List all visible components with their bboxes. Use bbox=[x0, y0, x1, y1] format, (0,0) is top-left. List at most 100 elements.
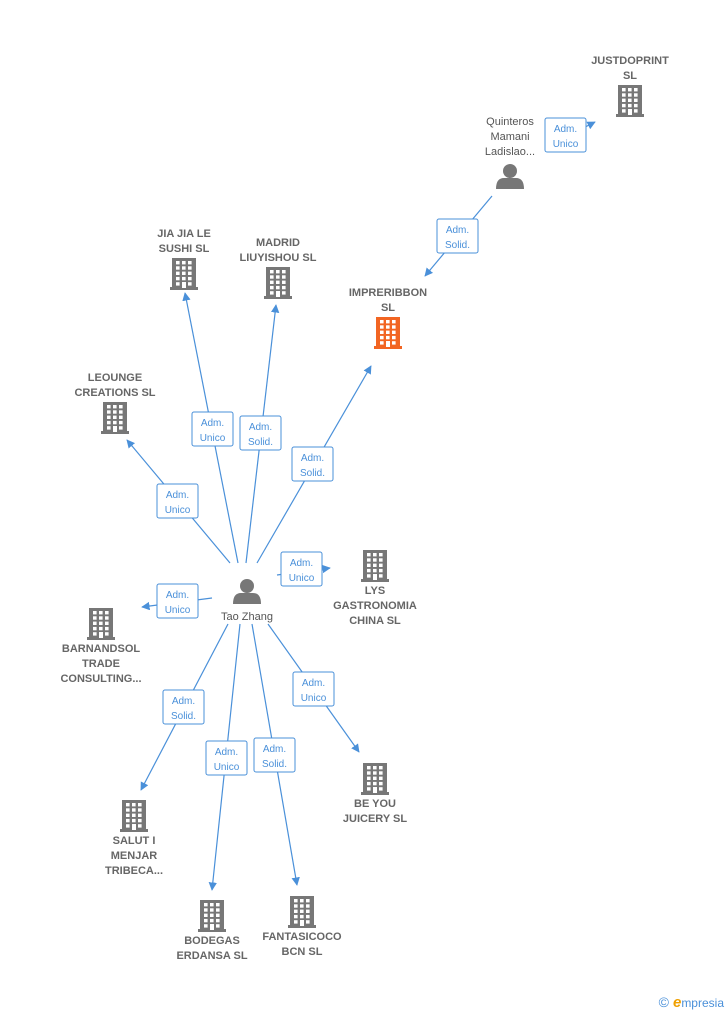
edge-label-box[interactable] bbox=[253, 737, 296, 773]
edge-label-box[interactable] bbox=[436, 218, 479, 254]
edge-label-box[interactable] bbox=[156, 583, 199, 619]
building-icon[interactable] bbox=[361, 763, 389, 795]
node-label: JUSTDOPRINT bbox=[591, 55, 669, 67]
edge-label-box[interactable] bbox=[292, 671, 335, 707]
edge-label-text: Unico bbox=[165, 605, 191, 616]
node-label: CONSULTING... bbox=[60, 673, 141, 685]
brand-initial: e bbox=[672, 994, 682, 1011]
edge-label-text: Adm. bbox=[201, 418, 224, 429]
edge-label-text: Adm. bbox=[166, 590, 189, 601]
edge-label-text: Solid. bbox=[445, 240, 470, 251]
edge-label-text: Adm. bbox=[302, 678, 325, 689]
edge-quinteros-impreribbon: Adm. Solid. bbox=[424, 195, 493, 277]
node-label: BODEGAS bbox=[184, 935, 240, 947]
node-label: JUICERY SL bbox=[343, 813, 407, 825]
edge-tao-jiajia: Adm. Unico bbox=[182, 292, 239, 564]
node-fantasicoco[interactable]: FANTASICOCO BCN SL bbox=[262, 896, 342, 958]
edge-tao-impreribbon: Adm. Solid. bbox=[256, 365, 372, 564]
person-icon[interactable] bbox=[496, 164, 524, 189]
building-icon[interactable] bbox=[361, 550, 389, 582]
edge-label-box[interactable] bbox=[280, 551, 323, 587]
node-lys[interactable]: LYS GASTRONOMIA CHINA SL bbox=[333, 550, 417, 627]
edge-label-text: Solid. bbox=[300, 468, 325, 479]
edge-label-text: Solid. bbox=[262, 759, 287, 770]
edge-label-box[interactable] bbox=[191, 411, 234, 447]
edge-label-text: Unico bbox=[214, 762, 240, 773]
edge-label-text: Adm. bbox=[249, 422, 272, 433]
node-label: LIUYISHOU SL bbox=[239, 252, 316, 264]
node-label: SL bbox=[381, 302, 395, 314]
node-label: BCN SL bbox=[282, 946, 323, 958]
edge-label-text: Adm. bbox=[166, 490, 189, 501]
building-icon[interactable] bbox=[101, 402, 129, 434]
edge-quinteros-justdoprint: Adm. Unico bbox=[544, 117, 596, 153]
node-label: SALUT I bbox=[113, 835, 156, 847]
edge-label-box[interactable] bbox=[205, 740, 248, 776]
node-impreribbon[interactable]: IMPRERIBBON SL bbox=[349, 287, 427, 349]
building-icon[interactable] bbox=[120, 800, 148, 832]
node-label: MENJAR bbox=[111, 850, 158, 862]
node-label: LYS bbox=[365, 585, 385, 597]
node-label: Mamani bbox=[490, 131, 529, 143]
edge-tao-beyou: Adm. Unico bbox=[267, 623, 360, 753]
edge-label-text: Adm. bbox=[215, 747, 238, 758]
building-icon[interactable] bbox=[288, 896, 316, 928]
edge-label-box[interactable] bbox=[544, 117, 587, 153]
node-label: MADRID bbox=[256, 237, 300, 249]
building-icon[interactable] bbox=[264, 267, 292, 299]
node-justdoprint[interactable]: JUSTDOPRINT SL bbox=[591, 55, 669, 117]
edge-label-text: Adm. bbox=[301, 453, 324, 464]
edge-label-box[interactable] bbox=[162, 689, 205, 725]
edge-tao-bodegas: Adm. Unico bbox=[205, 623, 248, 891]
node-tao[interactable]: Tao Zhang bbox=[221, 579, 273, 623]
node-quinteros[interactable]: QuinterosMamaniLadislao... bbox=[485, 116, 535, 189]
edge-label-text: Solid. bbox=[248, 437, 273, 448]
node-label: TRADE bbox=[82, 658, 120, 670]
node-label: BE YOU bbox=[354, 798, 396, 810]
edge-label-text: Solid. bbox=[171, 711, 196, 722]
building-icon[interactable] bbox=[198, 900, 226, 932]
node-label: FANTASICOCO bbox=[262, 931, 342, 943]
edge-label-text: Unico bbox=[165, 505, 191, 516]
node-beyou[interactable]: BE YOU JUICERY SL bbox=[343, 763, 407, 825]
brand-name: mpresia bbox=[681, 996, 724, 1010]
node-label: SUSHI SL bbox=[159, 243, 210, 255]
copyright-symbol: © bbox=[658, 994, 669, 1010]
node-label: SL bbox=[623, 70, 637, 82]
edge-tao-leounge: Adm. Unico bbox=[126, 439, 231, 564]
building-icon[interactable] bbox=[374, 317, 402, 349]
edge-label-text: Adm. bbox=[554, 124, 577, 135]
edge-label-text: Unico bbox=[553, 139, 579, 150]
edge-label-text: Adm. bbox=[290, 558, 313, 569]
node-label: Ladislao... bbox=[485, 146, 535, 158]
edge-label-text: Adm. bbox=[172, 696, 195, 707]
node-label: IMPRERIBBON bbox=[349, 287, 427, 299]
edge-label-box[interactable] bbox=[239, 415, 282, 451]
edges-layer: Adm.UnicoAdm.Solid.Adm.Solid.Adm.UnicoAd… bbox=[126, 117, 596, 891]
edge-tao-lys: Adm. Unico bbox=[276, 551, 331, 587]
node-salut[interactable]: SALUT IMENJARTRIBECA... bbox=[105, 800, 163, 877]
edge-label-text: Unico bbox=[301, 693, 327, 704]
node-label: GASTRONOMIA bbox=[333, 600, 417, 612]
edge-label-text: Adm. bbox=[446, 225, 469, 236]
node-label: LEOUNGE bbox=[88, 372, 142, 384]
building-icon[interactable] bbox=[170, 258, 198, 290]
edge-label-box[interactable] bbox=[156, 483, 199, 519]
node-label: CHINA SL bbox=[349, 615, 401, 627]
node-barnandsol[interactable]: BARNANDSOL TRADE CONSULTING... bbox=[60, 608, 142, 685]
edge-tao-madrid: Adm. Solid. bbox=[239, 304, 282, 564]
edge-label-box[interactable] bbox=[291, 446, 334, 482]
brand-logo: ©empresia bbox=[659, 994, 724, 1011]
edge-label-text: Unico bbox=[289, 573, 315, 584]
edge-label-text: Adm. bbox=[263, 744, 286, 755]
building-icon[interactable] bbox=[616, 85, 644, 117]
edge-label-text: Unico bbox=[200, 433, 226, 444]
node-madrid[interactable]: MADRID LIUYISHOU SL bbox=[239, 237, 317, 299]
node-label: BARNANDSOL bbox=[62, 643, 141, 655]
person-icon[interactable] bbox=[233, 579, 261, 604]
building-icon[interactable] bbox=[87, 608, 115, 640]
